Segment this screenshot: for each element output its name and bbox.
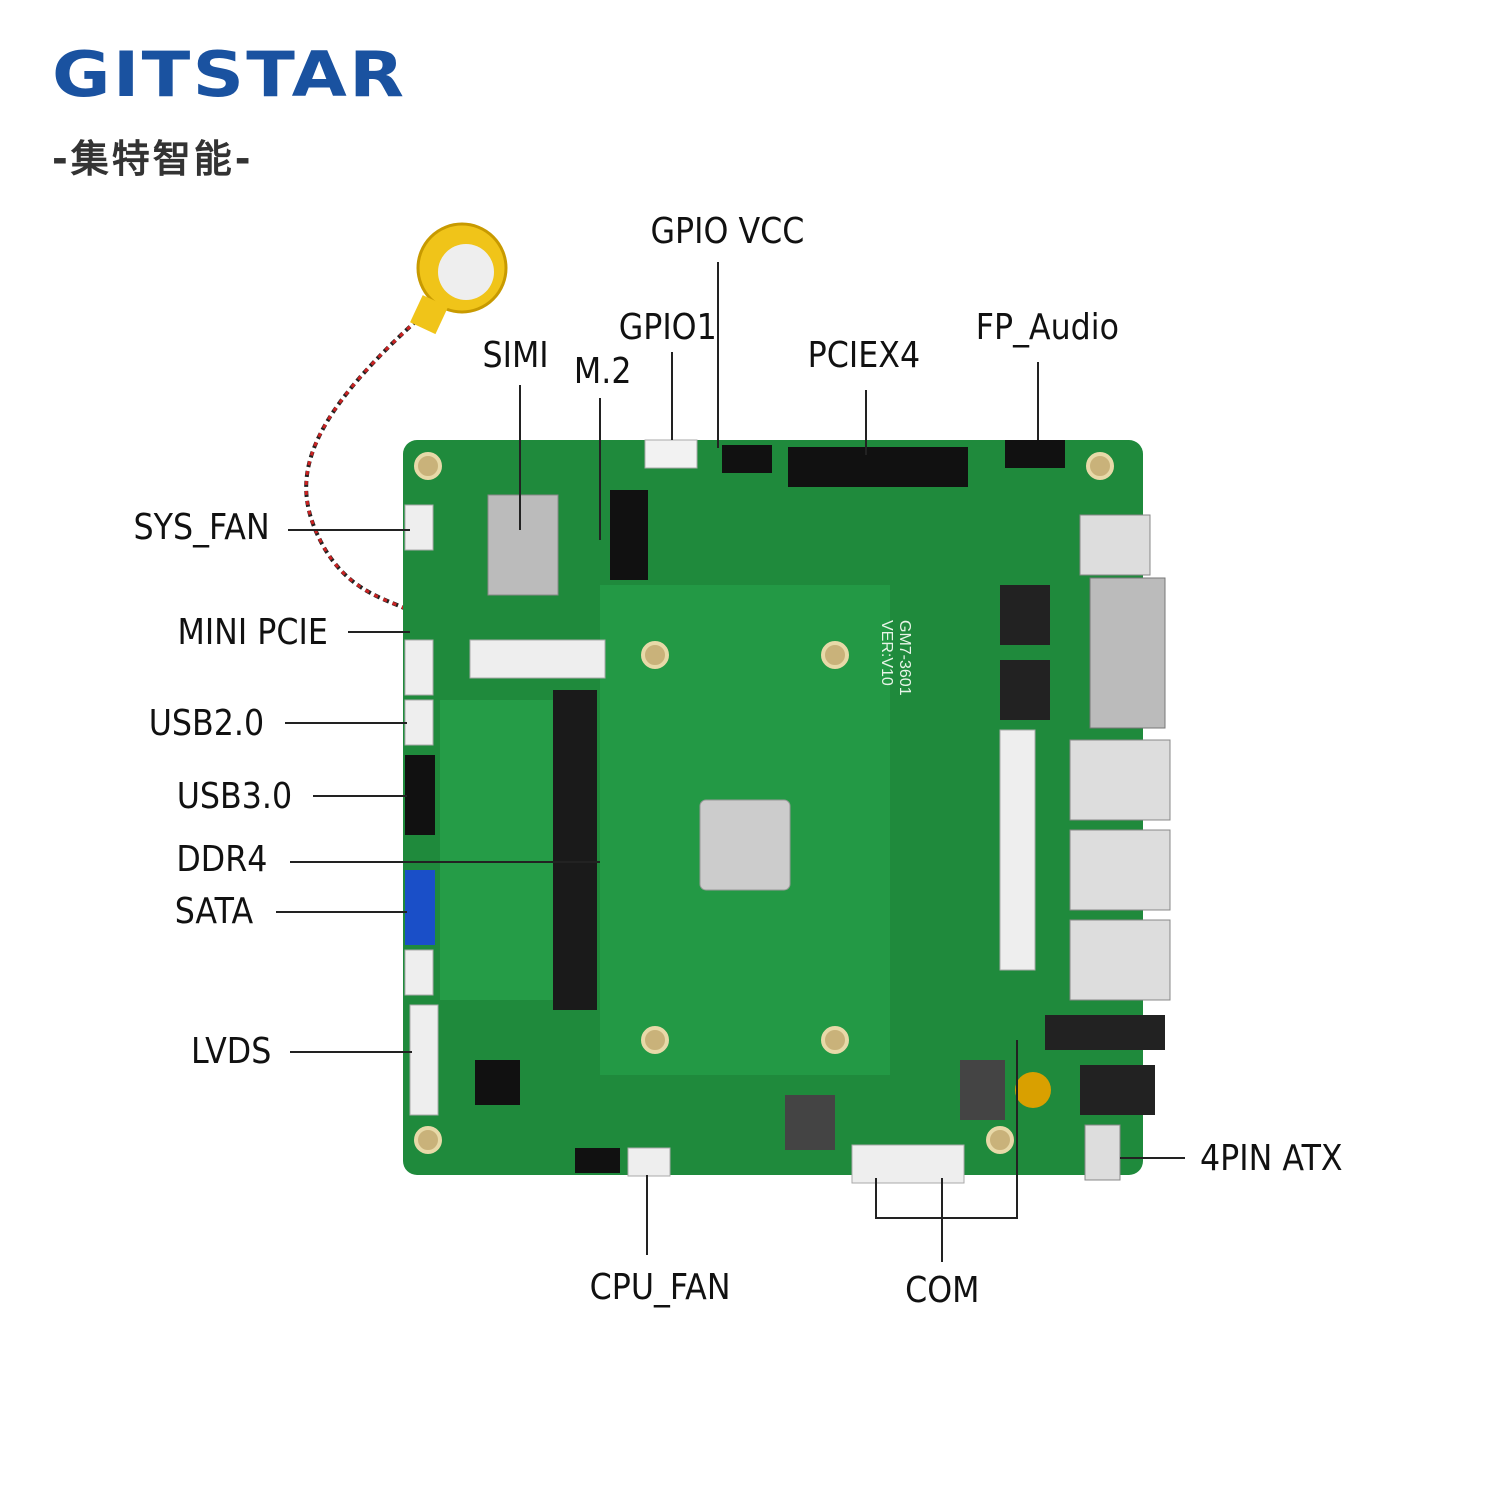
cpu-fan-header	[627, 1147, 671, 1177]
label-mini-pcie: MINI PCIE	[177, 612, 328, 653]
label-sata: SATA	[174, 891, 253, 932]
mini-pcie-slot	[469, 639, 606, 679]
atx-connector	[1084, 1124, 1121, 1181]
label-gpio1: GPIO1	[618, 307, 717, 348]
leader-lines	[276, 262, 1185, 1262]
brand-subtitle: -集特智能-	[52, 137, 254, 181]
pciex4-slot	[788, 447, 968, 487]
label-simi: SIMI	[482, 335, 549, 376]
ddr4-slot	[553, 690, 597, 1010]
label-ddr4: DDR4	[176, 839, 267, 880]
label-usb30: USB3.0	[176, 776, 292, 817]
label-4pin-atx: 4PIN ATX	[1200, 1138, 1343, 1179]
label-cpu-fan: CPU_FAN	[589, 1267, 731, 1308]
label-fp-audio: FP_Audio	[975, 307, 1119, 348]
sata-port	[405, 870, 435, 945]
label-gpio-vcc: GPIO VCC	[650, 211, 805, 252]
m2-slot	[610, 490, 648, 580]
cpu	[699, 799, 791, 891]
label-usb20: USB2.0	[148, 703, 264, 744]
lvds-header	[409, 1004, 439, 1116]
board-model: GM7-3601	[896, 620, 913, 696]
label-pciex4: PCIEX4	[807, 335, 921, 376]
board-version: VER:V10	[878, 620, 895, 686]
label-lvds: LVDS	[190, 1031, 271, 1072]
com-headers	[851, 1144, 965, 1184]
brand-logo: GITSTAR	[52, 38, 407, 111]
label-sys-fan: SYS_FAN	[133, 507, 270, 548]
usb30-header	[405, 755, 435, 835]
label-com: COM	[905, 1270, 980, 1311]
coin-battery	[410, 222, 508, 335]
sim-slot	[487, 494, 559, 596]
label-m2: M.2	[573, 351, 632, 392]
